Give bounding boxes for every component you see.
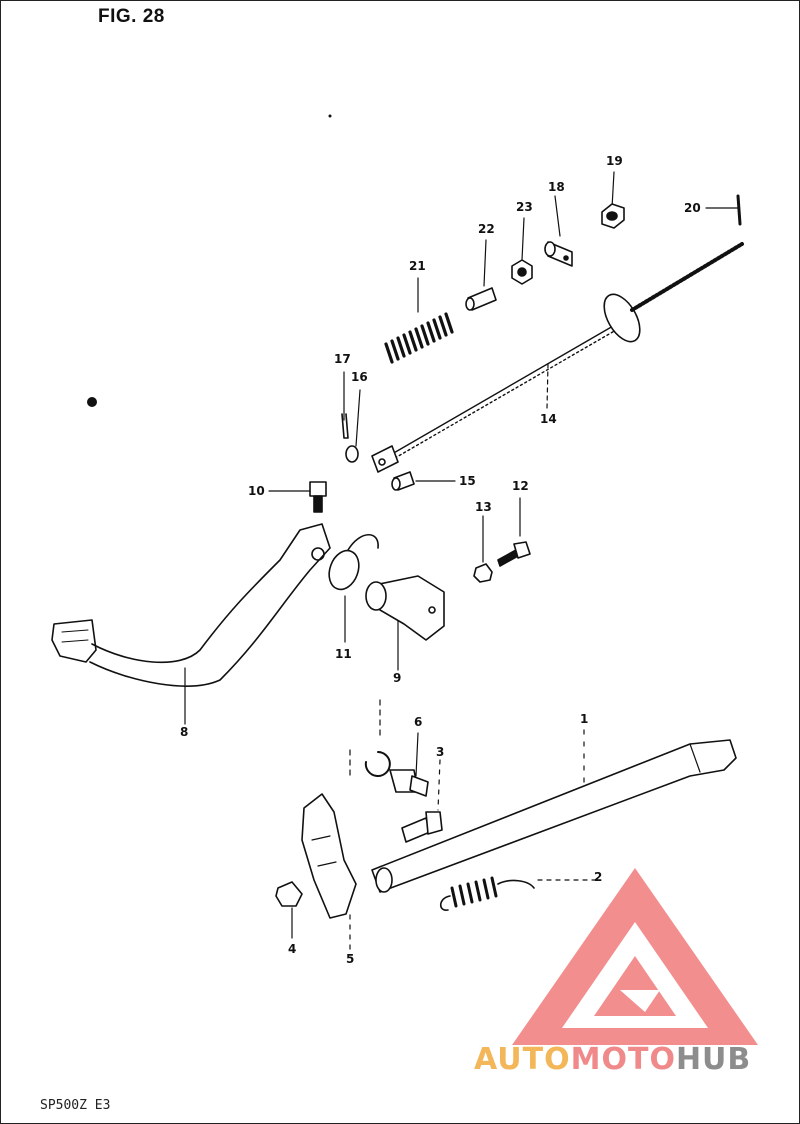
callout-15: 15 bbox=[459, 474, 476, 488]
return-spring-11 bbox=[328, 533, 379, 591]
automotohub-wordmark: AUTOMOTOHUB bbox=[474, 1042, 752, 1077]
circlip-5 bbox=[364, 751, 391, 777]
brake-shaft-9 bbox=[365, 575, 445, 641]
nut-4 bbox=[275, 881, 303, 907]
figure-title: FIG. 28 bbox=[98, 6, 165, 27]
bolt-12 bbox=[497, 541, 531, 567]
leader-lines bbox=[184, 171, 739, 956]
callout-23: 23 bbox=[516, 200, 533, 214]
cotter-pin-17 bbox=[341, 413, 349, 439]
stand-bracket bbox=[301, 793, 357, 919]
spring-21 bbox=[384, 312, 454, 364]
callout-11: 11 bbox=[335, 647, 352, 661]
callout-17: 17 bbox=[334, 352, 351, 366]
stand-spring-2 bbox=[439, 876, 535, 911]
nut-13 bbox=[473, 563, 493, 583]
callout-16: 16 bbox=[351, 370, 368, 384]
callout-3: 3 bbox=[436, 745, 445, 759]
callout-9: 9 bbox=[393, 671, 402, 685]
callout-2: 2 bbox=[594, 870, 603, 884]
cotter-pin-20 bbox=[736, 194, 742, 226]
callout-22: 22 bbox=[478, 222, 495, 236]
callout-8: 8 bbox=[180, 725, 189, 739]
side-stand-1 bbox=[371, 739, 737, 893]
brake-pedal-8 bbox=[51, 523, 331, 687]
callout-21: 21 bbox=[409, 259, 426, 273]
model-code: SP500Z E3 bbox=[40, 1098, 111, 1113]
callout-1: 1 bbox=[580, 712, 589, 726]
bolt-3 bbox=[401, 811, 443, 843]
callout-10: 10 bbox=[248, 484, 265, 498]
brake-joint-18 bbox=[544, 241, 573, 267]
callout-12: 12 bbox=[512, 479, 529, 493]
callout-13: 13 bbox=[475, 500, 492, 514]
callout-6: 6 bbox=[414, 715, 423, 729]
bolt-10 bbox=[309, 481, 327, 513]
nut-23 bbox=[511, 259, 533, 285]
callout-5: 5 bbox=[346, 952, 355, 966]
callout-19: 19 bbox=[606, 154, 623, 168]
callout-14: 14 bbox=[540, 412, 557, 426]
callout-20: 20 bbox=[684, 201, 701, 215]
automotohub-logo-icon bbox=[512, 868, 758, 1045]
callout-4: 4 bbox=[288, 942, 297, 956]
scan-specks bbox=[87, 114, 332, 407]
pivot-bolt-6 bbox=[389, 769, 429, 797]
washer-16 bbox=[345, 445, 359, 463]
callout-18: 18 bbox=[548, 180, 565, 194]
adjust-nut-19 bbox=[601, 203, 625, 229]
brake-rod-14 bbox=[371, 242, 744, 473]
clevis-pin-15 bbox=[391, 471, 415, 491]
collar-22 bbox=[465, 287, 497, 311]
